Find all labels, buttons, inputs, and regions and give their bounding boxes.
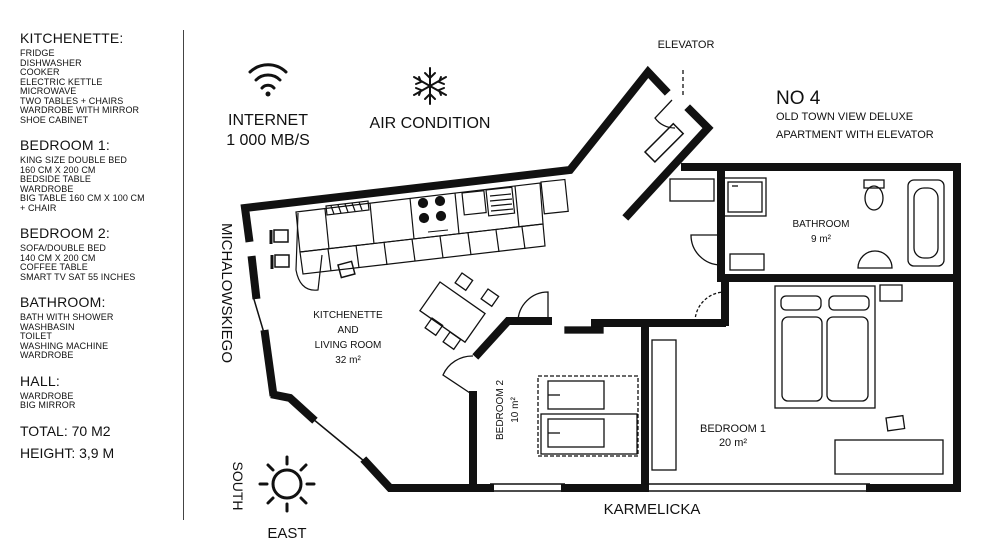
- bedroom1-area: 20 m²: [719, 437, 747, 449]
- legend-item: MICROWAVE: [20, 86, 77, 96]
- direction-east: EAST: [267, 525, 306, 542]
- bathroom-fixtures: [669, 177, 945, 271]
- legend-item: SOFA/DOUBLE BED: [20, 243, 107, 253]
- legend-heading: HALL:: [20, 372, 60, 389]
- living-room-area: 32 m²: [335, 355, 361, 366]
- legend-heading: BEDROOM 1:: [20, 137, 110, 153]
- legend-item: WARDROBE: [20, 350, 74, 360]
- walls: [240, 65, 961, 492]
- legend-section-kitchenette: KITCHENETTE: FRIDGE DISHWASHER COOKER EL…: [20, 30, 180, 125]
- legend-item: SHOE CABINET: [20, 114, 89, 125]
- legend-heading: KITCHENETTE:: [20, 30, 124, 46]
- legend-item: WASHBASIN: [20, 321, 75, 332]
- legend-item: WASHING MACHINE: [20, 340, 109, 351]
- apartment-name-line2: APARTMENT WITH ELEVATOR: [776, 129, 934, 141]
- legend-divider: [183, 30, 184, 520]
- snowflake-icon: [413, 67, 447, 105]
- kitchen-counter: [295, 178, 569, 291]
- bedroom2-label: BEDROOM 2: [495, 380, 506, 440]
- legend-item: BATH WITH SHOWER: [20, 312, 114, 322]
- kitchen-chairs: [269, 229, 356, 279]
- legend-section-bedroom2: BEDROOM 2: SOFA/DOUBLE BED 140 CM X 200 …: [20, 225, 180, 282]
- direction-south: SOUTH: [230, 462, 246, 511]
- legend-section-bathroom: BATHROOM: BATH WITH SHOWER WASHBASIN TOI…: [20, 294, 180, 361]
- legend-heading: BEDROOM 2:: [20, 225, 110, 241]
- legend-heading: BATHROOM:: [20, 294, 106, 310]
- apartment-name-line1: OLD TOWN VIEW DELUXE: [776, 111, 913, 123]
- bedroom2-furniture: [537, 326, 639, 457]
- wifi-icon: [248, 63, 288, 97]
- doors: [442, 70, 726, 396]
- legend-item: + CHAIR: [20, 202, 57, 213]
- legend-item: KING SIZE DOUBLE BED: [20, 155, 128, 165]
- bedroom1-furniture: [651, 284, 944, 475]
- legend-item: COFFEE TABLE: [20, 262, 88, 272]
- bedroom2-area: 10 m²: [510, 397, 521, 423]
- living-room-label: KITCHENETTE: [313, 310, 383, 321]
- ceiling-height: HEIGHT: 3,9 M: [20, 444, 115, 461]
- sink-icon: [461, 186, 516, 217]
- living-room-label: AND: [337, 325, 358, 336]
- windows: [252, 295, 870, 492]
- internet-label: INTERNET: [228, 112, 308, 129]
- living-room-label: LIVING ROOM: [315, 340, 382, 351]
- legend-item: BEDSIDE TABLE: [20, 174, 91, 184]
- legend-section-bedroom1: BEDROOM 1: KING SIZE DOUBLE BED 160 CM X…: [20, 137, 180, 213]
- legend-item: 140 CM X 200 CM: [20, 252, 96, 263]
- bathroom-label: BATHROOM: [792, 219, 849, 230]
- legend-item: DISHWASHER: [20, 57, 82, 68]
- apartment-number: NO 4: [776, 88, 821, 109]
- elevator-label: ELEVATOR: [658, 39, 715, 51]
- legend-item: FRIDGE: [20, 48, 55, 58]
- legend-item: SMART TV SAT 55 INCHES: [20, 271, 136, 282]
- legend: KITCHENETTE: FRIDGE DISHWASHER COOKER EL…: [20, 30, 180, 461]
- legend-item: TWO TABLES + CHAIRS: [20, 95, 124, 106]
- dining-table: [419, 272, 500, 351]
- air-condition-label: AIR CONDITION: [370, 115, 491, 132]
- sun-icon: [258, 455, 316, 513]
- legend-item: 160 CM X 200 CM: [20, 164, 96, 175]
- internet-speed: 1 000 MB/S: [226, 132, 310, 149]
- legend-item: ELECTRIC KETTLE: [20, 76, 103, 87]
- stove-icon: [417, 195, 449, 233]
- legend-item: WARDROBE WITH MIRROR: [20, 105, 140, 115]
- bathroom-area: 9 m²: [811, 234, 832, 245]
- legend-item: WARDROBE: [20, 390, 74, 401]
- street-karmelicka: KARMELICKA: [604, 501, 701, 518]
- street-michalowskiego: MICHALOWSKIEGO: [218, 223, 235, 363]
- bedroom1-label: BEDROOM 1: [700, 423, 766, 435]
- total-area: TOTAL: 70 M2: [20, 422, 111, 439]
- legend-item: COOKER: [20, 67, 60, 77]
- legend-item: BIG MIRROR: [20, 400, 76, 410]
- legend-item: WARDROBE: [20, 183, 74, 194]
- legend-item: TOILET: [20, 331, 52, 341]
- elevator-shaft: [643, 122, 685, 163]
- legend-section-hall: HALL: WARDROBE BIG MIRROR: [20, 373, 180, 411]
- legend-item: BIG TABLE 160 CM X 100 CM: [20, 193, 145, 203]
